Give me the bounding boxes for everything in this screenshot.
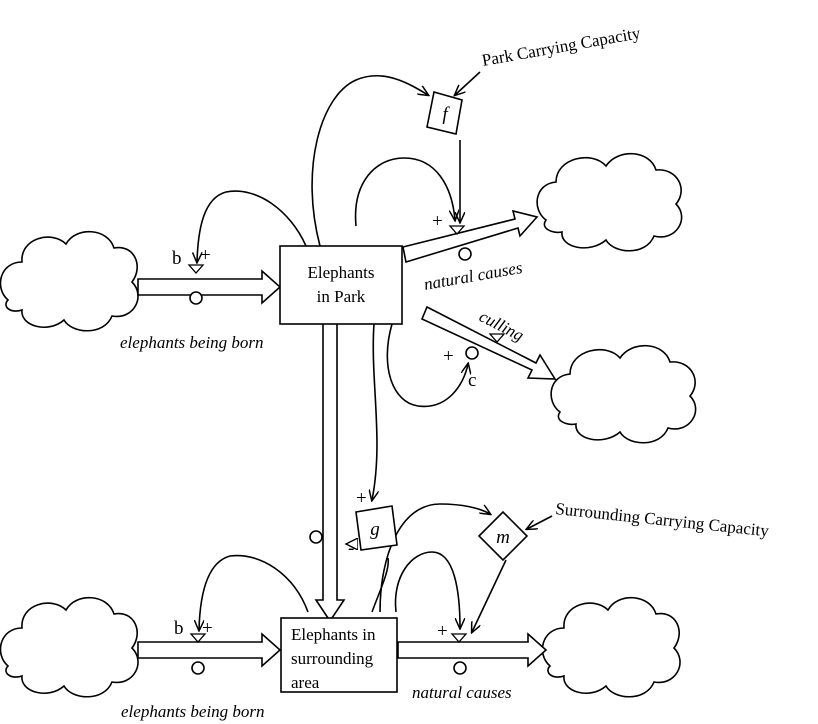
valve-marker-park-natural [448, 225, 466, 235]
link-park-to-g [372, 323, 377, 500]
polarity-plus-culling: + [443, 346, 454, 367]
stock-surr-line1: Elephants in [291, 625, 376, 644]
link-park-to-natural [354, 157, 455, 227]
polarity-plus-park-natural: + [432, 211, 443, 232]
link-m-to-natural [472, 559, 507, 632]
valve-marker-surr-natural [450, 633, 468, 643]
symbol-b-surr: b [174, 618, 184, 639]
link-park-to-birth [197, 190, 307, 262]
cloud-surr-source [0, 596, 139, 698]
link-surr-to-natural [394, 551, 460, 628]
pipe-park-natural [402, 209, 539, 264]
polarity-plus-surr-birth: + [202, 618, 213, 639]
link-capacity-to-f [455, 71, 481, 95]
stock-elephants-in-park[interactable]: Elephants in Park [279, 245, 403, 325]
cloud-park-culling-sink [550, 344, 697, 444]
valve-surr-natural [453, 661, 467, 675]
stock-surr-line2: surrounding [291, 649, 374, 668]
pipe-surr-birth [137, 632, 282, 668]
valve-marker-surr-birth [189, 633, 207, 643]
link-park-to-f [311, 75, 428, 247]
parameter-g-label: g [370, 519, 380, 540]
stock-surr-line3: area [291, 673, 320, 692]
parameter-m-label: m [496, 527, 510, 548]
polarity-plus-park-birth: + [200, 245, 211, 266]
label-surrounding-carrying-capacity: Surrounding Carrying Capacity [555, 499, 771, 540]
link-surr-capacity-to-m [527, 515, 553, 529]
polarity-plus-g: + [356, 488, 367, 509]
parameter-f-label: f [442, 104, 450, 125]
link-surr-to-g [371, 557, 390, 613]
symbol-c: c [468, 370, 476, 391]
label-park-carrying-capacity: Park Carrying Capacity [480, 23, 642, 70]
polarity-minus-g: - [348, 538, 354, 559]
stock-park-line1: Elephants [307, 263, 374, 282]
flow-label-surr-natural: natural causes [412, 683, 512, 702]
link-surr-to-m [379, 503, 490, 613]
parameter-m[interactable]: m [477, 510, 529, 562]
valve-surr-birth [191, 661, 205, 675]
cloud-park-source [0, 230, 139, 332]
valve-park-culling [465, 346, 479, 360]
cloud-park-natural-sink [536, 152, 683, 252]
valve-park-natural [458, 247, 472, 261]
polarity-plus-surr-natural: + [437, 621, 448, 642]
flow-label-surr-birth: elephants being born [121, 702, 265, 721]
pipe-park-culling [420, 305, 557, 380]
stock-elephants-surrounding[interactable]: Elephants in surrounding area [280, 617, 398, 693]
valve-marker-culling [488, 333, 506, 343]
pipe-park-birth [137, 269, 282, 305]
flow-label-park-birth: elephants being born [120, 333, 264, 352]
link-park-to-culling [386, 323, 468, 408]
stock-park-line2: in Park [317, 287, 366, 306]
symbol-b-park: b [172, 248, 182, 269]
valve-migration [309, 530, 323, 544]
pipe-surr-natural [397, 632, 548, 668]
pipe-migration [314, 321, 346, 623]
link-surr-to-birth [199, 554, 309, 630]
parameter-g[interactable]: g [355, 505, 398, 551]
flow-label-park-natural: natural causes [422, 258, 524, 294]
cloud-surr-sink [541, 596, 681, 698]
valve-marker-park-birth [187, 264, 205, 274]
valve-park-birth [189, 291, 203, 305]
parameter-f[interactable]: f [426, 90, 463, 135]
